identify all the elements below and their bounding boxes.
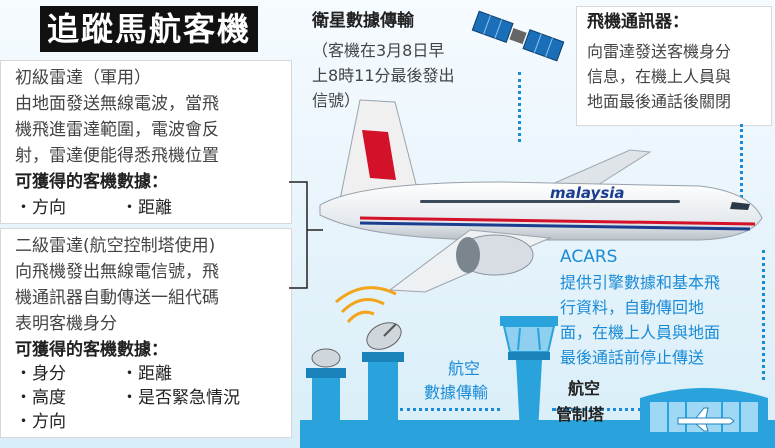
primary-radar-heading: 初級雷達（軍用） (15, 68, 151, 88)
secondary-radar-box: 二級雷達(航空控制塔使用) 向飛機發出無線電信號，飛 機通訊器自動傳送一組代碼 … (0, 228, 292, 438)
secondary-radar-item: 高度 (15, 385, 66, 411)
secondary-radar-data-heading: 可獲得的客機數據： (15, 340, 168, 360)
page-title: 追蹤馬航客機 (40, 6, 258, 52)
satellite-line-3: 信號） (312, 91, 361, 110)
ground-link-dotted-line (400, 408, 500, 411)
transponder-line-2: 信息，在機上人員與 (587, 67, 732, 86)
acars-dotted-line (762, 250, 765, 380)
secondary-radar-item: 方向 (15, 409, 66, 435)
control-tower-icon (500, 316, 558, 432)
radar-dish-icon (306, 286, 404, 430)
connector-lines (289, 181, 323, 289)
secondary-radar-item: 是否緊急情況 (121, 385, 240, 411)
satellite-line-1: （客機在3月8日早 (312, 41, 445, 60)
plane-logo-text: malaysia (550, 184, 625, 202)
primary-radar-line-3: 射，雷達便能得悉飛機位置 (15, 146, 219, 166)
secondary-radar-item: 距離 (121, 361, 172, 387)
transponder-heading: 飛機通訊器： (587, 12, 689, 32)
secondary-radar-line-2: 機通訊器自動傳送一組代碼 (15, 288, 219, 308)
transponder-line-3: 地面最後通話後關閉 (587, 92, 732, 111)
satellite-heading: 衛星數據傳輸 (312, 11, 414, 31)
airplane-illustration: malaysia (319, 99, 763, 293)
satellite-dotted-line (518, 72, 521, 142)
secondary-radar-heading: 二級雷達(航空控制塔使用) (15, 236, 216, 256)
control-tower-line-1: 航空 (568, 379, 601, 398)
acars-line-3: 面，在機上人員與地面 (560, 323, 721, 342)
acars-line-4: 最後通話前停止傳送 (560, 348, 705, 367)
primary-radar-item: 方向 (15, 195, 66, 221)
hangar-icon (640, 388, 768, 432)
primary-radar-box: 初級雷達（軍用） 由地面發送無線電波，當飛 機飛進雷達範圍，電波會反 射，雷達便… (0, 60, 292, 224)
acars-line-2: 行資料，自動傳回地 (560, 298, 705, 317)
primary-radar-line-2: 機飛進雷達範圍，電波會反 (15, 120, 219, 140)
secondary-radar-item: 身分 (15, 361, 66, 387)
acars-heading: ACARS (560, 247, 618, 267)
primary-radar-data-heading: 可獲得的客機數據： (15, 172, 168, 192)
aviation-data-line-1: 航空 (448, 359, 481, 378)
aviation-data-line-2: 數據傳輸 (424, 383, 489, 402)
satellite-icon (471, 10, 565, 62)
control-tower-line-2: 管制塔 (556, 405, 605, 424)
primary-radar-line-1: 由地面發送無線電波，當飛 (15, 94, 219, 114)
acars-line-1: 提供引擎數據和基本飛 (560, 273, 721, 292)
secondary-radar-line-3: 表明客機身分 (15, 314, 117, 334)
transponder-box: 飛機通訊器： 向雷達發送客機身分 信息，在機上人員與 地面最後通話後關閉 (576, 6, 772, 126)
satellite-line-2: 上8時11分最後發出 (312, 66, 455, 85)
tower-link-dotted-line (552, 408, 642, 411)
transponder-dotted-line (740, 124, 743, 204)
secondary-radar-line-1: 向飛機發出無線電信號，飛 (15, 262, 219, 282)
primary-radar-item: 距離 (121, 195, 172, 221)
transponder-line-1: 向雷達發送客機身分 (587, 42, 732, 61)
